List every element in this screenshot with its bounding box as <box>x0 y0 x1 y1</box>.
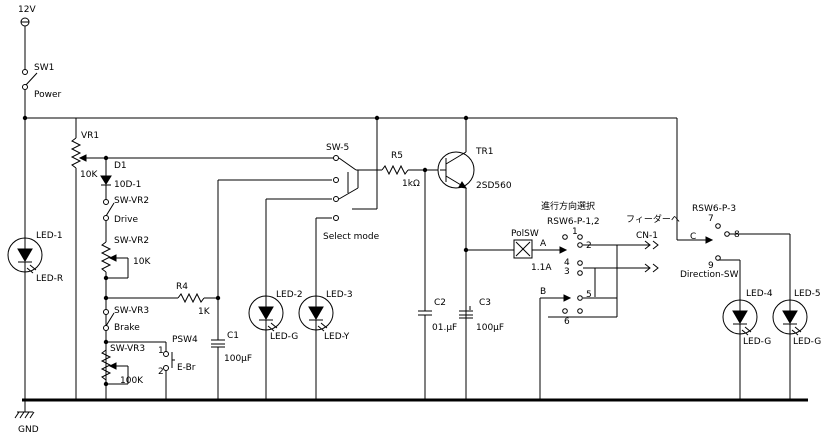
rsw6-p12-switch <box>532 234 618 318</box>
label-p7: 7 <box>708 214 714 224</box>
label-psw4: PSW4 <box>172 335 198 345</box>
label-led3: LED-3 <box>326 290 353 300</box>
label-p1: 1 <box>572 227 578 237</box>
label-p3: 3 <box>564 267 570 277</box>
tr1-transistor <box>437 118 475 400</box>
label-sw-vr2-a: SW-VR2 <box>114 196 149 206</box>
label-power: Power <box>34 90 62 100</box>
led-5 <box>772 234 808 400</box>
label-ebr: E-Br <box>177 363 196 373</box>
label-led2-color: LED-G <box>270 332 298 342</box>
label-led5: LED-5 <box>794 289 821 299</box>
sw-vr3-switch <box>103 298 115 345</box>
label-r5: R5 <box>391 151 403 161</box>
sw-vr2-switch <box>103 199 115 242</box>
sw5-switch <box>333 155 368 221</box>
psw4-pushswitch <box>163 342 175 400</box>
c1-capacitor <box>211 180 225 400</box>
label-p8: 8 <box>734 230 740 240</box>
label-p9: 9 <box>708 261 714 271</box>
label-12v: 12V <box>18 5 36 15</box>
label-d1: D1 <box>114 161 127 171</box>
label-led1: LED-1 <box>36 231 63 241</box>
rsw6-p3-switch <box>705 223 790 261</box>
label-r5-val: 1kΩ <box>402 179 420 189</box>
label-brake: Brake <box>114 323 140 333</box>
vr3-potentiometer <box>100 341 166 387</box>
label-c1-val: 100μF <box>224 354 252 364</box>
label-p5: 5 <box>586 290 592 300</box>
label-vr3-val: 100K <box>120 376 144 386</box>
label-led4-color: LED-G <box>743 337 771 347</box>
label-p6: 6 <box>564 317 570 327</box>
power-supply <box>20 17 38 238</box>
label-led1-color: LED-R <box>36 274 63 284</box>
label-c2-val: 01.μF <box>432 323 457 333</box>
label-p4: 4 <box>564 258 570 268</box>
ground-icon <box>14 400 35 419</box>
label-c3: C3 <box>479 298 491 308</box>
r4-resistor <box>106 292 221 304</box>
label-direction-sw: Direction-SW <box>680 270 739 280</box>
label-polsw: PolSW <box>511 229 539 239</box>
vr1-potentiometer <box>70 118 336 400</box>
d1-diode <box>100 155 112 200</box>
label-led2: LED-2 <box>276 290 303 300</box>
label-rsw-b: RSW6-P-3 <box>692 204 736 214</box>
label-c3-val: 100μF <box>476 323 504 333</box>
label-sw-vr3-b: SW-VR3 <box>110 344 145 354</box>
label-pin-a: A <box>540 239 547 249</box>
label-tr1: TR1 <box>475 147 493 157</box>
label-cn1: CN-1 <box>636 231 658 241</box>
cn1-connector <box>617 240 659 273</box>
label-vr2-val: 10K <box>133 257 151 267</box>
label-select-mode: Select mode <box>323 232 380 242</box>
polsw-fuse <box>513 239 533 259</box>
label-sw1: SW1 <box>34 63 54 73</box>
label-c1: C1 <box>227 331 239 341</box>
led-2 <box>248 295 284 400</box>
label-vr1: VR1 <box>81 131 99 141</box>
label-psw4-pin2: 2 <box>158 367 164 377</box>
label-vr1-val: 10K <box>80 170 98 180</box>
label-pin-c: C <box>690 232 696 242</box>
label-rsw-a: RSW6-P-1,2 <box>547 217 600 227</box>
label-led3-color: LED-Y <box>324 332 350 342</box>
label-sw-vr2-b: SW-VR2 <box>114 236 149 246</box>
led-3 <box>298 295 334 400</box>
label-p2: 2 <box>586 241 592 251</box>
label-pin-b: B <box>540 287 546 297</box>
label-c2: C2 <box>434 298 446 308</box>
led-4 <box>722 260 758 400</box>
label-fuse: 1.1A <box>531 263 552 273</box>
label-sw-vr3-a: SW-VR3 <box>114 306 149 316</box>
label-drive: Drive <box>114 215 138 225</box>
c3-capacitor <box>459 306 473 319</box>
label-led4: LED-4 <box>746 289 773 299</box>
led-1 <box>7 237 43 400</box>
label-tr1-type: 2SD560 <box>476 181 512 191</box>
label-sw5: SW-5 <box>326 143 349 153</box>
label-feeder: フィーダーへ <box>626 213 680 225</box>
label-r4-val: 1K <box>198 307 211 317</box>
label-d1-type: 10D-1 <box>114 180 141 190</box>
label-gnd: GND <box>18 425 39 435</box>
label-r4: R4 <box>176 282 188 292</box>
c2-capacitor <box>418 170 432 400</box>
label-psw4-pin1: 1 <box>158 346 164 356</box>
label-dir-select: 進行方向選択 <box>541 200 595 212</box>
label-led5-color: LED-G <box>793 337 821 347</box>
r5-resistor <box>368 164 440 176</box>
